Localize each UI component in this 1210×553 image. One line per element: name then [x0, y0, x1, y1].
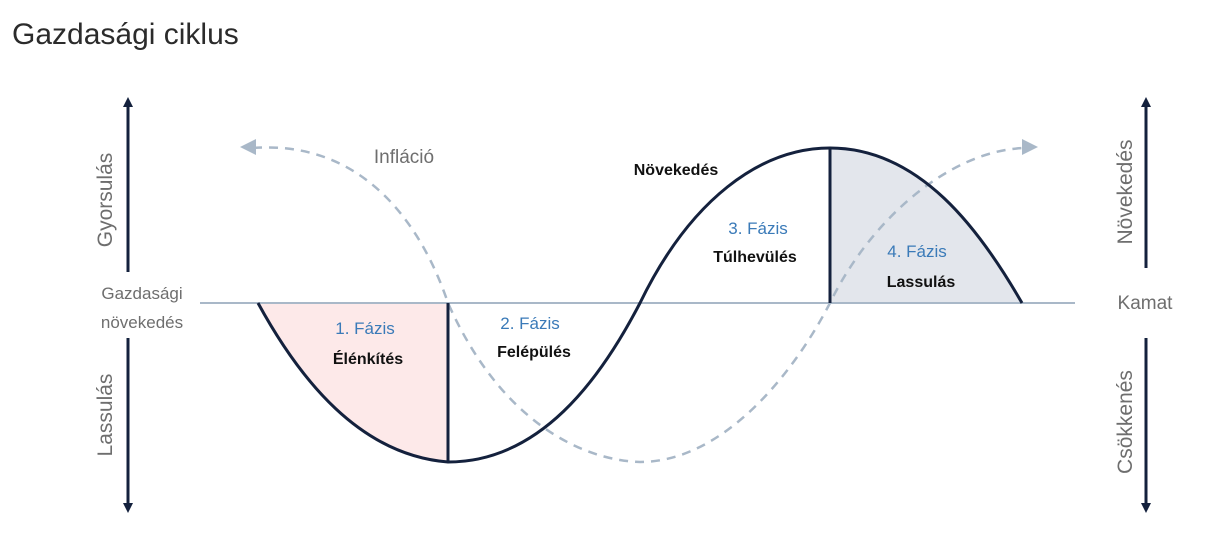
- growth-peak-label: Növekedés: [634, 162, 719, 179]
- inflation-dashed-curve: [252, 146, 1026, 464]
- phase3-name: Túlhevülés: [713, 249, 797, 266]
- left-bottom-label: Lassulás: [94, 374, 117, 457]
- phase1-number: 1. Fázis: [335, 319, 395, 338]
- left-center-label-line2: növekedés: [101, 313, 183, 332]
- page-title: Gazdasági ciklus: [12, 18, 239, 51]
- phase2-number: 2. Fázis: [500, 314, 560, 333]
- right-top-label: Növekedés: [1114, 139, 1137, 244]
- growth-curve: [256, 146, 1024, 464]
- phase3-number: 3. Fázis: [728, 219, 788, 238]
- phase1-area: [258, 303, 448, 462]
- right-bottom-label: Csökkenés: [1114, 370, 1137, 474]
- right-center-label: Kamat: [1118, 293, 1174, 314]
- left-top-label: Gyorsulás: [94, 153, 117, 248]
- phase4-number: 4. Fázis: [887, 242, 947, 261]
- inflation-arrow-left-icon: [240, 139, 256, 155]
- phase4-area: [830, 148, 1022, 303]
- phase2-name: Felépülés: [497, 344, 571, 361]
- inflation-arrow-right-icon: [1022, 139, 1038, 155]
- left-center-label-line1: Gazdasági: [101, 284, 182, 303]
- inflation-label: Infláció: [374, 147, 434, 168]
- phase1-name: Élénkítés: [333, 349, 403, 368]
- phase4-name: Lassulás: [887, 274, 956, 291]
